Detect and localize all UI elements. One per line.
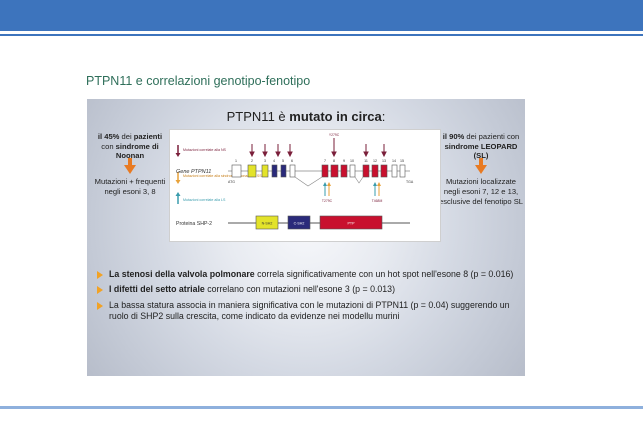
exon-5 (280, 164, 287, 178)
legend: Mutazioni correlate alla NS Mutazioni co… (175, 145, 262, 204)
svg-text:5: 5 (282, 159, 284, 163)
bullet-marker-icon (97, 286, 103, 295)
exon-15 (399, 164, 406, 178)
domain-c-sh2 (287, 215, 311, 230)
exon-3 (261, 164, 269, 178)
svg-text:3: 3 (264, 159, 266, 163)
exon-8 (330, 164, 339, 178)
gene-label: Gene PTPN11 (176, 169, 211, 175)
slide-title: PTPN11 è mutato in circa: (226, 109, 386, 124)
bullet-item: La stenosi della valvola polmonare corre… (95, 269, 519, 280)
svg-text:4: 4 (273, 159, 275, 163)
bullet-marker-icon (97, 271, 103, 279)
exon-1 (231, 164, 242, 178)
down-arrow-icon (475, 158, 487, 175)
svg-text:15: 15 (400, 159, 404, 163)
right-panel-leopard: il 90% dei pazienti con sindrome LEOPARD… (439, 132, 524, 206)
bullet-item: I difetti del setto atriale correlano co… (95, 284, 519, 295)
exon-10 (349, 164, 356, 178)
protein-label: Proteina SHP-2 (176, 221, 212, 227)
svg-text:2: 2 (251, 159, 253, 163)
exon-numbers: 1 2 3 4 5 6 7 8 9 10 11 12 13 14 15 (235, 159, 404, 163)
left-panel-noonan: il 45% dei pazienti con sindrome di Noon… (91, 132, 169, 197)
exon-14 (391, 164, 398, 178)
exon-12 (371, 164, 379, 178)
svg-text:8: 8 (333, 159, 335, 163)
leopard-mutation-arrows (323, 182, 381, 196)
right-note: Mutazioni localizzate negli esoni 7, 12 … (439, 177, 524, 206)
svg-text:C-SH2: C-SH2 (294, 222, 305, 226)
ns-mutation-arrows (249, 138, 387, 158)
svg-text:10: 10 (350, 159, 354, 163)
bullet-list: La stenosi della valvola polmonare corre… (95, 269, 519, 327)
svg-text:9: 9 (343, 159, 345, 163)
svg-text:6: 6 (291, 159, 293, 163)
slide-image: PTPN11 è mutato in circa: il 45% dei paz… (87, 99, 525, 376)
exon-9 (340, 164, 348, 178)
legend-item: Mutazioni correlate alla LS (183, 198, 226, 202)
footer-rule (0, 406, 643, 409)
svg-text:PTP: PTP (348, 222, 356, 226)
header-rule (0, 34, 643, 36)
svg-text:12: 12 (373, 159, 377, 163)
svg-text:7: 7 (324, 159, 326, 163)
exon-13 (380, 164, 388, 178)
legend-item: Mutazioni correlate alla NS (183, 148, 227, 152)
gene-structure-figure: Mutazioni correlate alla NS Mutazioni co… (175, 133, 414, 230)
left-note: Mutazioni + frequenti negli esoni 3, 8 (94, 177, 166, 196)
tga-label: TGA (406, 180, 414, 184)
exon-6 (289, 164, 296, 178)
bullet-item: La bassa statura associa in maniera sign… (95, 300, 519, 323)
svg-text:N-SH2: N-SH2 (262, 222, 273, 226)
down-arrow-icon (124, 158, 136, 175)
exon-4 (271, 164, 278, 178)
header-bar (0, 0, 643, 31)
svg-text:11: 11 (364, 159, 368, 163)
exons (231, 164, 406, 178)
exon-7 (321, 164, 329, 178)
mutation-label-b: T468M (372, 199, 383, 203)
mutation-label-top: Y279C (329, 133, 340, 137)
domain-n-sh2 (255, 215, 279, 230)
mutation-label-a: T279C (322, 199, 333, 203)
bullet-marker-icon (97, 301, 103, 310)
svg-text:13: 13 (382, 159, 386, 163)
page-title: PTPN11 e correlazioni genotipo-fenotipo (86, 74, 311, 88)
svg-text:1: 1 (235, 159, 237, 163)
svg-text:14: 14 (392, 159, 396, 163)
legend-item: Mutazioni correlate alla sindrome Noonan… (183, 174, 262, 178)
atg-label: ATG (228, 180, 235, 184)
exon-11 (362, 164, 370, 178)
gene-diagram: Mutazioni correlate alla NS Mutazioni co… (169, 129, 441, 242)
domain-ptp (319, 215, 383, 230)
exon-2 (247, 164, 257, 178)
